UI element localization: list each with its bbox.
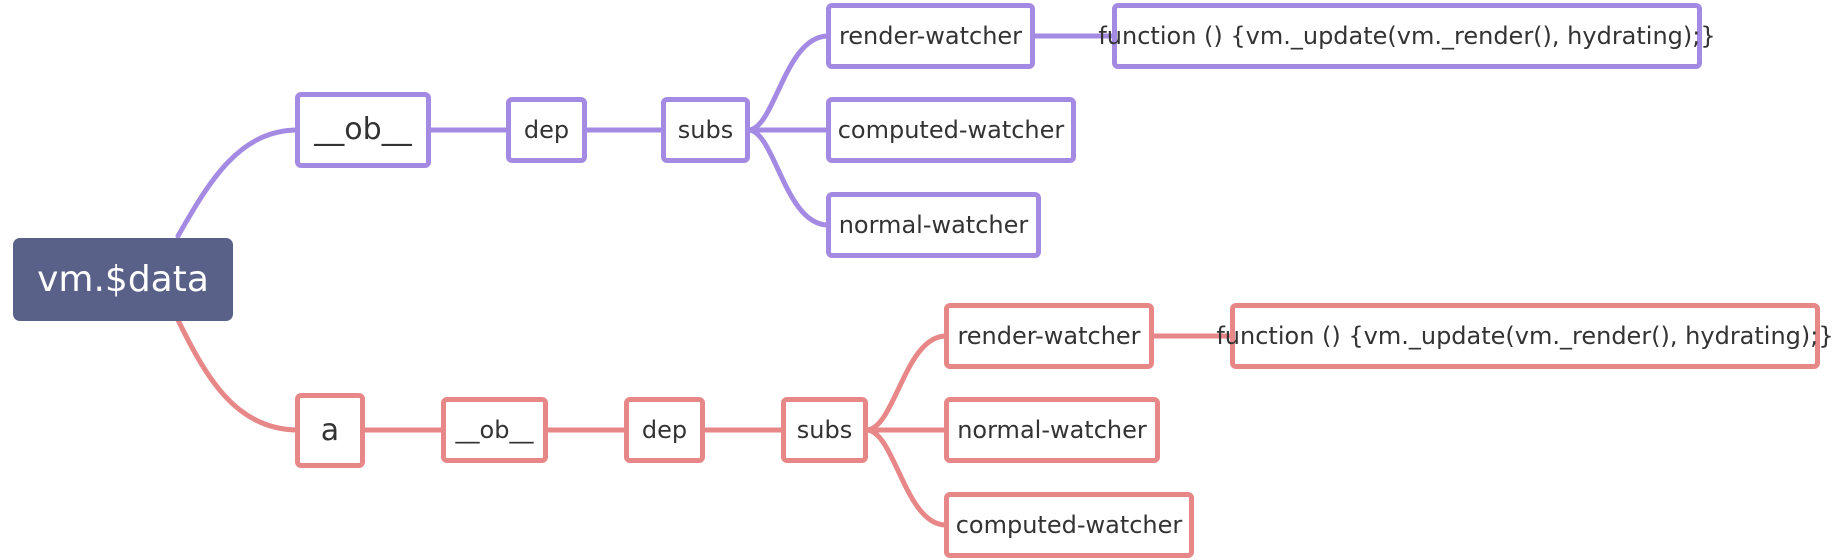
root-node-vm-data[interactable]: vm.$data — [13, 238, 233, 321]
top-dep-node[interactable]: dep — [506, 97, 587, 163]
connector-root-to-a — [175, 317, 301, 433]
top-normal-watcher-node[interactable]: normal-watcher — [826, 192, 1041, 258]
connector-subs-to-render-top — [746, 33, 831, 133]
top-ob-node[interactable]: __ob__ — [295, 92, 431, 168]
connector-subs-to-render-bottom — [864, 333, 949, 433]
bottom-subs-node[interactable]: subs — [781, 397, 868, 463]
top-computed-watcher-node[interactable]: computed-watcher — [826, 97, 1076, 163]
top-render-function-node[interactable]: function () {vm._update(vm._render(), hy… — [1098, 3, 1716, 69]
bottom-ob-node[interactable]: __ob__ — [441, 397, 548, 463]
top-render-watcher-node[interactable]: render-watcher — [826, 3, 1035, 69]
bottom-dep-node[interactable]: dep — [624, 397, 705, 463]
connector-subs-to-normal-top — [746, 127, 831, 228]
bottom-render-watcher-node[interactable]: render-watcher — [944, 303, 1154, 369]
bottom-a-node[interactable]: a — [295, 393, 365, 468]
bottom-computed-watcher-node[interactable]: computed-watcher — [944, 492, 1194, 558]
bottom-render-function-node[interactable]: function () {vm._update(vm._render(), hy… — [1216, 303, 1832, 369]
connector-root-to-ob-top — [175, 127, 301, 239]
bottom-normal-watcher-node[interactable]: normal-watcher — [944, 397, 1160, 463]
top-subs-node[interactable]: subs — [661, 97, 750, 163]
connector-subs-to-computed-bottom — [864, 427, 949, 528]
